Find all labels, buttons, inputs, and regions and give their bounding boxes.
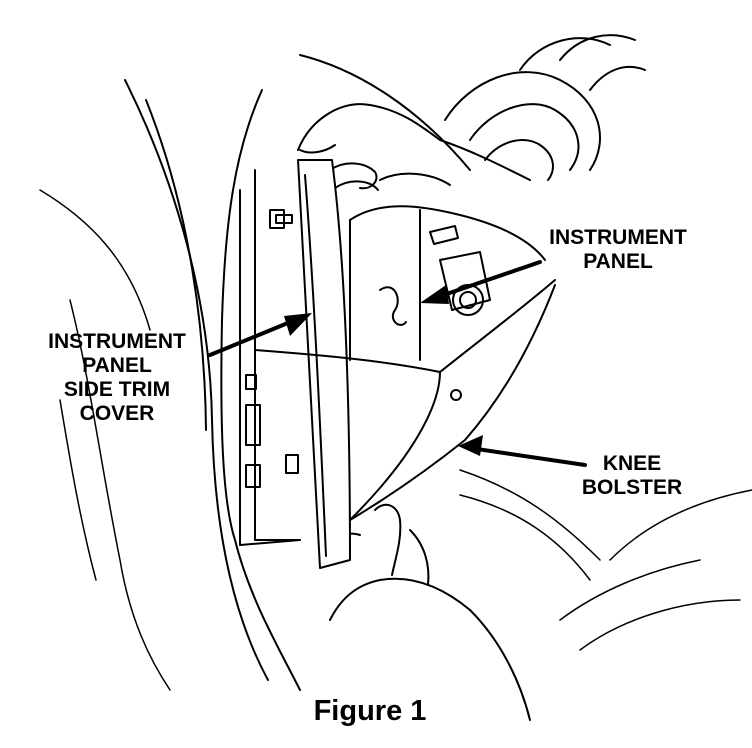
figure-caption: Figure 1 (313, 695, 427, 727)
label-side-trim-cover: INSTRUMENT PANEL SIDE TRIM COVER (22, 330, 212, 426)
upper-hand (297, 103, 531, 191)
side-trim-cover (297, 159, 351, 569)
label-line: SIDE TRIM (63, 378, 171, 401)
label-knee-bolster: KNEE BOLSTER (552, 452, 712, 500)
label-line: INSTRUMENT (48, 330, 186, 353)
label-line: KNEE (602, 452, 662, 475)
arrow-knee-bolster (468, 446, 587, 467)
lower-hand (321, 503, 531, 721)
label-line: PANEL (583, 250, 653, 273)
arrow-instrument-panel (433, 260, 542, 300)
callout-arrows (208, 260, 587, 467)
label-line: COVER (79, 402, 155, 425)
arrow-side-trim (208, 316, 302, 357)
label-line: INSTRUMENT (549, 226, 687, 249)
a-pillar (124, 54, 471, 691)
interior-lines (39, 189, 752, 691)
label-instrument-panel: INSTRUMENT PANEL (528, 226, 708, 274)
label-line: BOLSTER (581, 476, 683, 499)
arrowheads (284, 285, 483, 456)
gauge-cluster (444, 34, 646, 181)
instrument-panel-body (254, 205, 556, 521)
dash-edge (239, 169, 301, 546)
label-line: PANEL (82, 354, 152, 377)
